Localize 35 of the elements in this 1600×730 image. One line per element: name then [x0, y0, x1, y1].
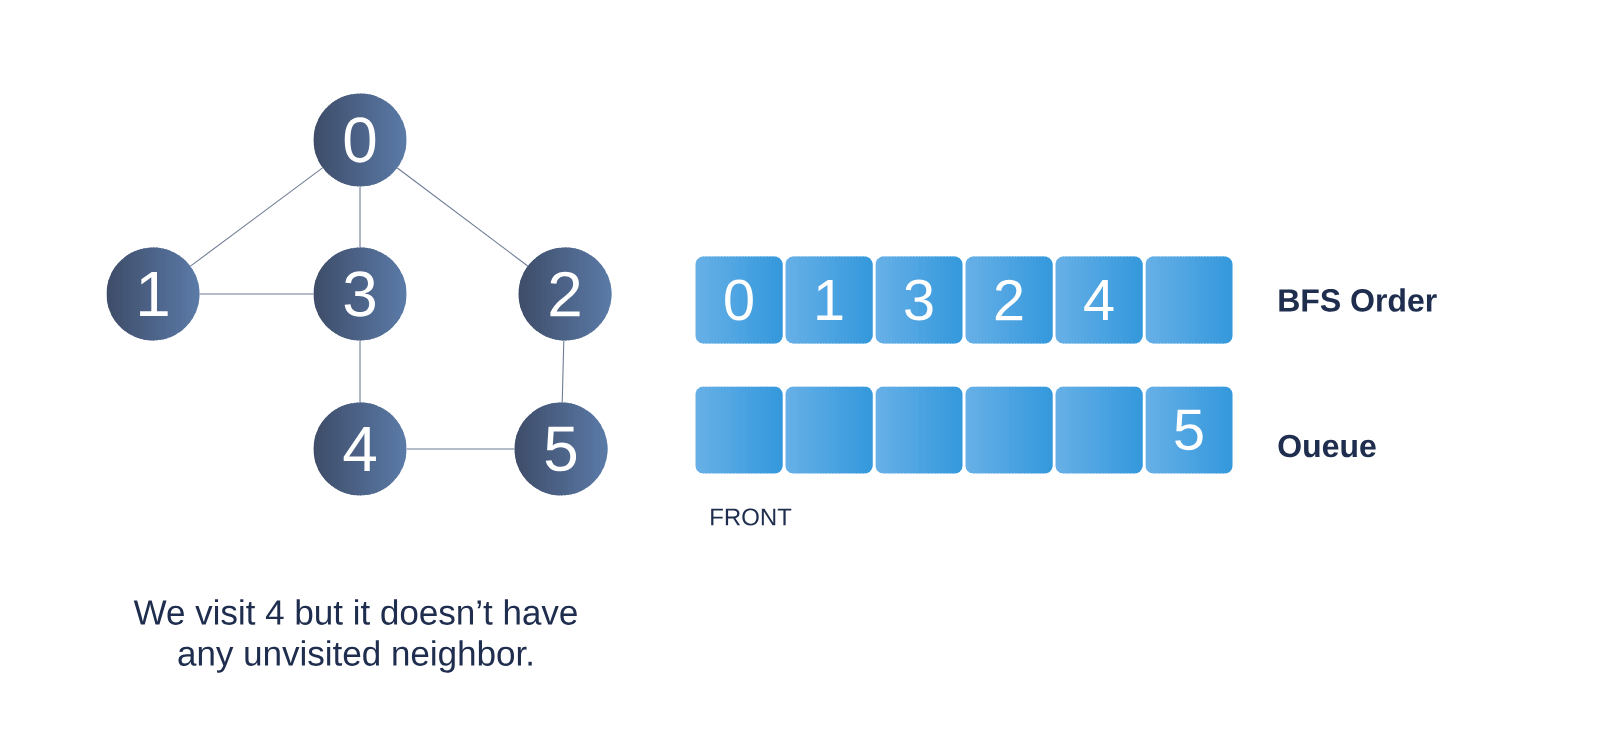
- node-label: 0: [725, 279, 753, 321]
- array-cell: [1145, 256, 1233, 344]
- array-cell: 4: [1055, 256, 1143, 344]
- graph-edge: [359, 186, 361, 248]
- node-label: 3: [344, 271, 375, 317]
- array-cell: 5: [1145, 386, 1233, 474]
- node-label: 4: [1084, 280, 1114, 320]
- graph-edge: [396, 167, 529, 267]
- node-label: 1: [140, 271, 168, 316]
- node-label: 0: [344, 117, 376, 163]
- array-cell: [1055, 386, 1143, 474]
- front-label: FRONT: [711, 508, 792, 526]
- node-label: 4: [343, 426, 376, 471]
- row-label: BFS Order: [1279, 288, 1437, 312]
- array-cell: [965, 386, 1053, 474]
- graph-edge: [199, 293, 314, 295]
- node-label: 5: [545, 426, 577, 472]
- node-label: 1: [817, 280, 843, 320]
- array-cell: 3: [875, 256, 963, 344]
- graph-edge: [359, 340, 361, 403]
- caption-text: We visit 4 but it doesn’t have any unvisited neighbor.: [133, 599, 577, 673]
- array-cell: 1: [785, 256, 873, 344]
- array-cell: [785, 386, 873, 474]
- node-label: 3: [905, 279, 933, 321]
- array-cell: 2: [965, 256, 1053, 344]
- graph-edge: [189, 167, 324, 267]
- graph-edge: [406, 448, 515, 450]
- row-label: Oueue: [1278, 434, 1376, 458]
- array-cell: 0: [695, 256, 783, 344]
- node-label: 5: [1175, 409, 1203, 451]
- node-label: 2: [550, 271, 580, 317]
- node-label: 2: [995, 279, 1023, 321]
- graph-edge: [561, 340, 565, 403]
- array-cell: [875, 386, 963, 474]
- array-cell: [695, 386, 783, 474]
